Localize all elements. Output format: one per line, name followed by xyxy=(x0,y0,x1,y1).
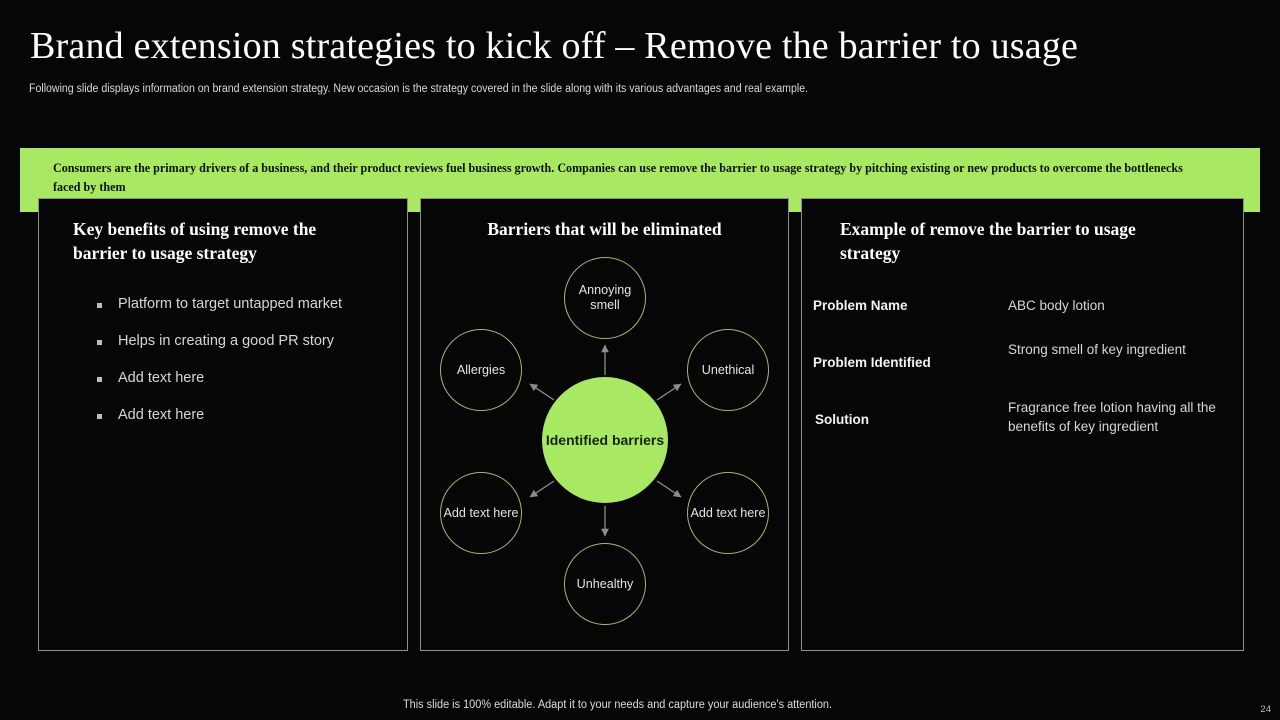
diagram-node-label: Unethical xyxy=(701,362,755,377)
highlight-banner-text: Consumers are the primary drivers of a b… xyxy=(53,161,1183,194)
example-row-key-problem-name: Problem Name xyxy=(813,298,908,313)
panel-example: Example of remove the barrier to usage s… xyxy=(801,198,1244,651)
list-item: Add text here xyxy=(97,369,397,387)
example-row-value-solution: Fragrance free lotion having all the ben… xyxy=(1008,400,1216,434)
list-item-label: Add text here xyxy=(118,370,205,386)
diagram-center-node[interactable]: Identified barriers xyxy=(542,377,668,503)
diagram-node-label: Add text here xyxy=(443,505,519,520)
diagram-node-allergies[interactable]: Allergies xyxy=(440,329,522,411)
list-item: Helps in creating a good PR story xyxy=(97,332,397,350)
square-bullet-icon xyxy=(97,377,102,382)
arrow-to-unethical xyxy=(656,383,682,401)
arrow-to-allergies xyxy=(529,383,555,401)
diagram-center-label: Identified barriers xyxy=(545,432,665,448)
benefits-list: Platform to target untapped market Helps… xyxy=(97,295,397,443)
example-row-key-solution: Solution xyxy=(815,412,869,427)
arrow-to-add-left xyxy=(529,480,555,498)
panel-left-title: Key benefits of using remove the barrier… xyxy=(73,219,317,263)
diagram-connectors xyxy=(529,344,682,537)
page-number: 24 xyxy=(1260,704,1271,715)
list-item: Add text here xyxy=(97,406,397,424)
list-item-label: Helps in creating a good PR story xyxy=(118,333,334,349)
square-bullet-icon xyxy=(97,340,102,345)
diagram-node-label: Unhealthy xyxy=(576,576,634,591)
diagram-node-unhealthy[interactable]: Unhealthy xyxy=(564,543,646,625)
diagram-node-label: Allergies xyxy=(456,362,506,377)
square-bullet-icon xyxy=(97,414,102,419)
page-title: Brand extension strategies to kick off –… xyxy=(30,25,1079,67)
page-subtitle: Following slide displays information on … xyxy=(29,83,809,95)
panel-right-title: Example of remove the barrier to usage s… xyxy=(840,219,1136,263)
diagram-node-add-text-left[interactable]: Add text here xyxy=(440,472,522,554)
diagram-node-label: Add text here xyxy=(690,505,766,520)
footer-note: This slide is 100% editable. Adapt it to… xyxy=(403,699,833,711)
panel-barriers-diagram: Barriers that will be eliminated Annoyin… xyxy=(420,198,789,651)
arrow-to-add-right xyxy=(656,480,682,498)
list-item-label: Platform to target untapped market xyxy=(118,296,343,312)
example-row-value-problem-name: ABC body lotion xyxy=(1008,298,1105,313)
list-item: Platform to target untapped market xyxy=(97,295,397,313)
barriers-hub-spoke-diagram: Annoying smell Allergies Unethical Add t… xyxy=(421,199,790,652)
diagram-node-label: Annoying smell xyxy=(578,283,632,312)
example-row-value-problem-identified: Strong smell of key ingredient xyxy=(1008,342,1186,357)
example-row-key-problem-identified: Problem Identified xyxy=(813,355,931,370)
diagram-node-add-text-right[interactable]: Add text here xyxy=(687,472,769,554)
panel-middle-title: Barriers that will be eliminated xyxy=(487,219,722,239)
diagram-node-annoying-smell[interactable]: Annoying smell xyxy=(564,257,646,339)
square-bullet-icon xyxy=(97,303,102,308)
diagram-node-unethical[interactable]: Unethical xyxy=(687,329,769,411)
list-item-label: Add text here xyxy=(118,407,205,423)
panel-key-benefits: Key benefits of using remove the barrier… xyxy=(38,198,408,651)
